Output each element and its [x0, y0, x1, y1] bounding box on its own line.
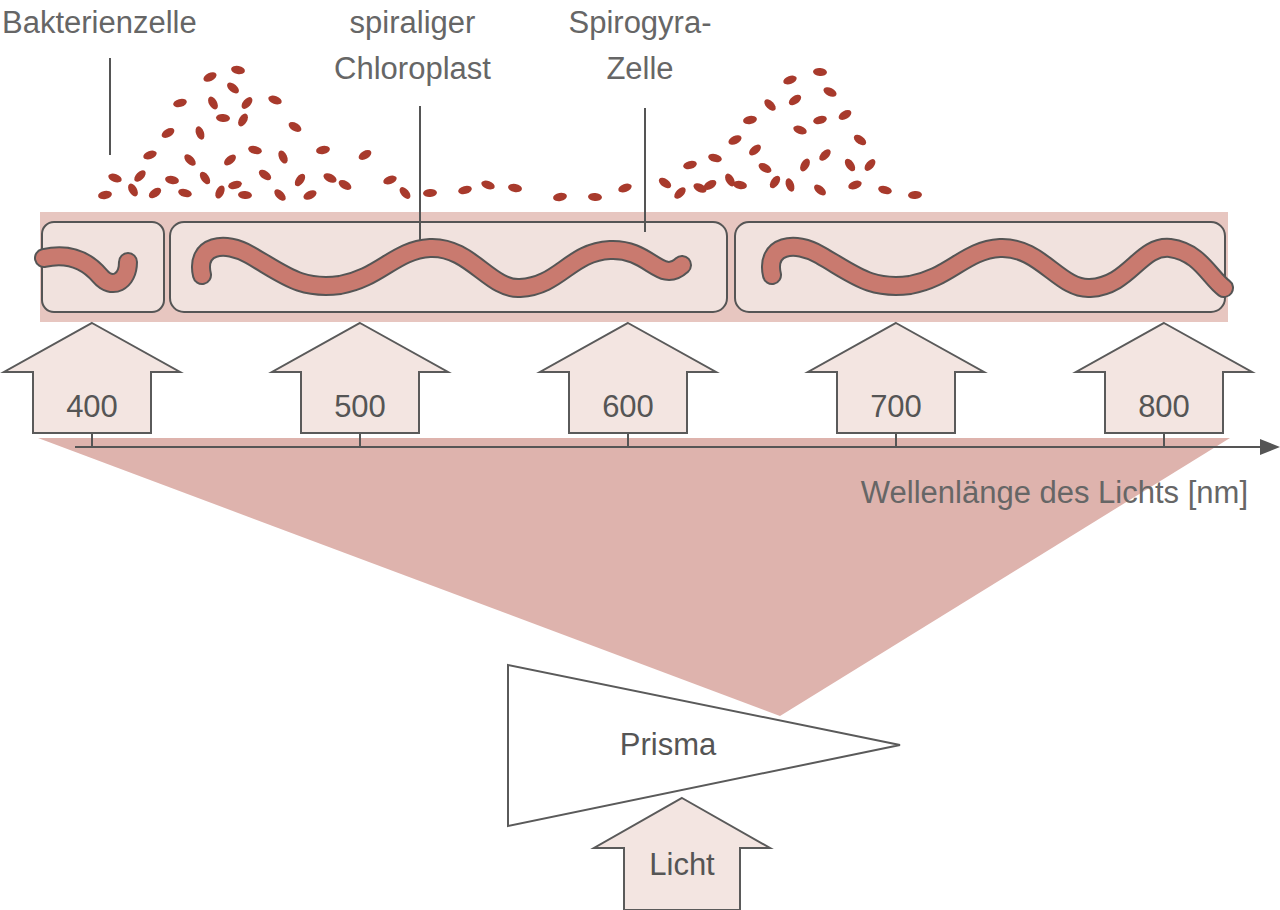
light-arrow: Licht [592, 796, 772, 910]
node-text: 500 [271, 386, 449, 428]
chloroplast [44, 247, 1224, 288]
node-text: 700 [807, 386, 985, 428]
spirogyra-cell [735, 222, 1225, 312]
wavelength-arrow: 600 [539, 322, 717, 434]
filament-band [40, 212, 1228, 322]
spirogyra-cell [42, 222, 164, 312]
node-text: 400 [3, 386, 181, 428]
part-label: spiraliger Chloroplast [280, 0, 545, 92]
wavelength-arrow: 800 [1075, 322, 1253, 434]
node-text: 600 [539, 386, 717, 428]
wavelength-axis [75, 434, 1280, 455]
bacteria [97, 65, 922, 203]
wavelength-arrow: 500 [271, 322, 449, 434]
node-text: 800 [1075, 386, 1253, 428]
spirogyra-cell [170, 222, 727, 312]
wavelength-arrow: 700 [807, 322, 985, 434]
axis-label: Wellenlänge des Lichts [nm] [700, 470, 1248, 516]
node-text: Prisma [588, 724, 748, 766]
node-text: Licht [592, 844, 772, 886]
part-label: Spirogyra- Zelle [545, 0, 735, 92]
part-label: Bakterienzelle [2, 0, 262, 46]
prism: Prisma [505, 662, 905, 830]
wavelength-arrow: 400 [3, 322, 181, 434]
